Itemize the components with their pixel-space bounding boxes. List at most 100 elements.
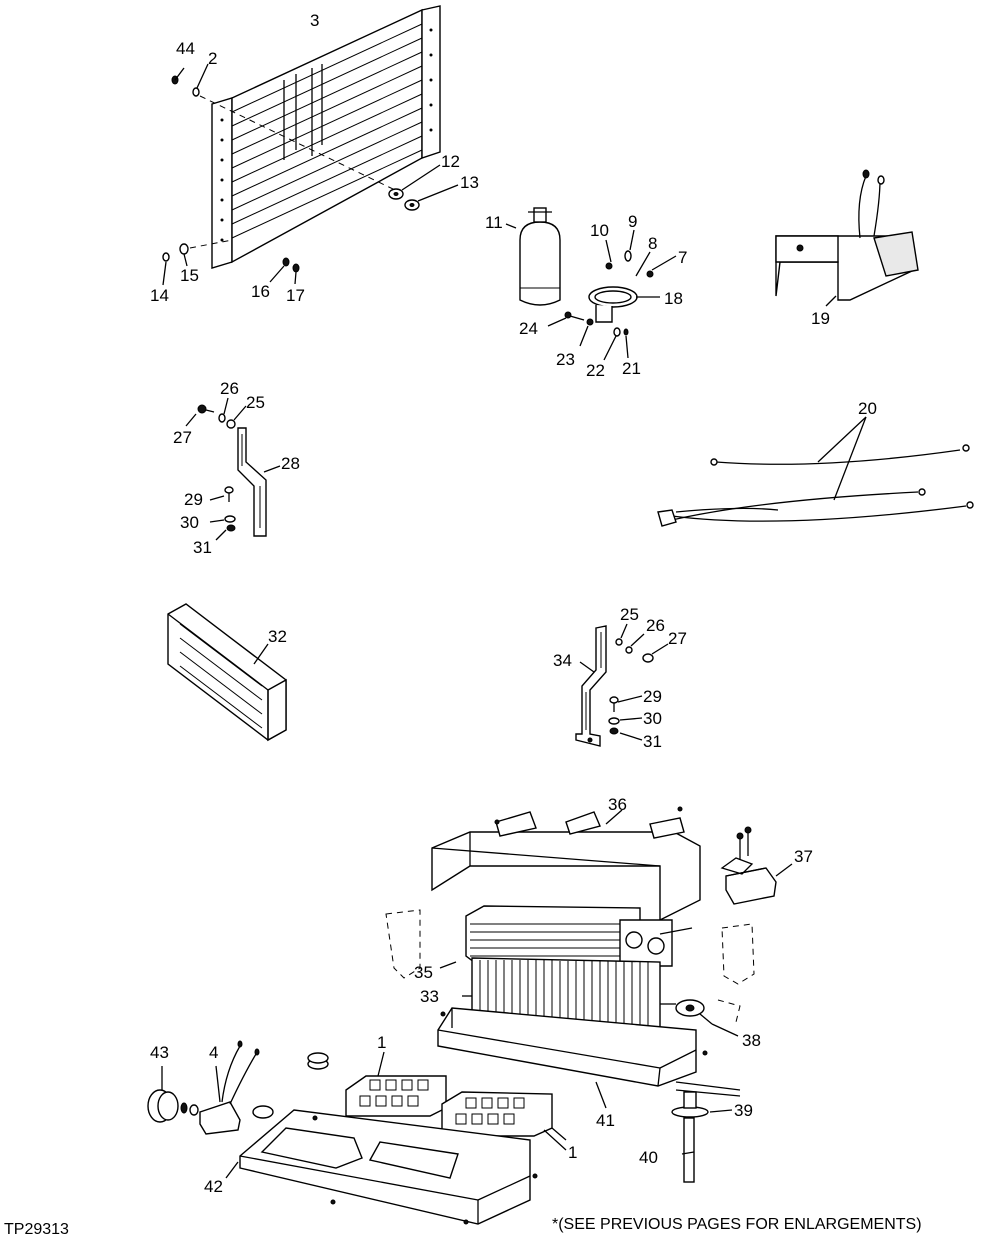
callout-10: 10 xyxy=(590,221,609,240)
callout-41: 41 xyxy=(596,1111,615,1130)
bolt-27-lower xyxy=(642,643,669,663)
callout-9: 9 xyxy=(628,212,637,231)
bolt-29-lower xyxy=(609,695,643,712)
washer-26-upper xyxy=(218,397,229,423)
callout-13: 13 xyxy=(460,173,479,192)
expansion-valve-38 xyxy=(660,999,741,1037)
washer-15 xyxy=(179,243,189,267)
condenser-assembly xyxy=(189,5,441,269)
callout-23: 23 xyxy=(556,350,575,369)
condenser-pipes xyxy=(283,64,323,160)
callout-28: 28 xyxy=(281,454,300,473)
blower-wheels-1 xyxy=(345,1051,567,1151)
callout-25-upper: 25 xyxy=(246,393,265,412)
callout-1-lower: 1 xyxy=(568,1143,577,1162)
support-bracket-34 xyxy=(575,625,607,747)
nut-23 xyxy=(579,318,594,347)
nut-21 xyxy=(623,328,629,359)
condenser-bolt-44 xyxy=(171,67,185,85)
callout-18: 18 xyxy=(664,289,683,308)
callout-16: 16 xyxy=(251,282,270,301)
callout-1-upper: 1 xyxy=(377,1033,386,1052)
callout-11: 11 xyxy=(485,213,503,232)
nut-8 xyxy=(635,251,651,277)
callout-26-lower: 26 xyxy=(646,616,665,635)
receiver-drier xyxy=(505,207,561,306)
callout-27-upper: 27 xyxy=(173,428,192,447)
bolt-10 xyxy=(605,239,613,270)
grommet-small xyxy=(307,1052,329,1070)
condenser-side-holes xyxy=(220,28,433,242)
callout-22: 22 xyxy=(586,361,605,380)
callout-44: 44 xyxy=(176,39,195,58)
washer-30-lower xyxy=(608,717,643,725)
callout-35: 35 xyxy=(414,963,433,982)
callout-42: 42 xyxy=(204,1177,223,1196)
callout-12: 12 xyxy=(441,152,460,171)
mounting-bracket-19 xyxy=(775,169,919,307)
bolt-27-upper xyxy=(185,404,215,427)
callout-40: 40 xyxy=(639,1148,658,1167)
bolt-14 xyxy=(162,252,170,286)
callout-7: 7 xyxy=(678,248,687,267)
callout-14: 14 xyxy=(150,286,169,305)
callout-20: 20 xyxy=(858,399,877,418)
upper-housing-cover-36 xyxy=(431,806,701,922)
blower-resistor-37 xyxy=(720,826,793,905)
support-bracket-28 xyxy=(237,427,281,537)
bolt-16 xyxy=(269,257,290,283)
blower-motor-4 xyxy=(199,1040,274,1135)
lower-housing-drain-pan-41 xyxy=(437,1007,741,1109)
washer-12 xyxy=(388,164,441,200)
callout-8: 8 xyxy=(648,234,657,253)
bolt-7 xyxy=(646,255,677,278)
callout-2: 2 xyxy=(208,49,217,68)
callout-26-upper: 26 xyxy=(220,379,239,398)
callout-17: 17 xyxy=(286,286,305,305)
wiring-harness-20 xyxy=(657,416,974,527)
callout-29-lower: 29 xyxy=(643,687,662,706)
callout-31-lower: 31 xyxy=(643,732,662,751)
callout-37: 37 xyxy=(794,847,813,866)
bolt-29-upper xyxy=(209,486,234,502)
nut-17 xyxy=(292,263,300,285)
callout-21: 21 xyxy=(622,359,641,378)
callout-38: 38 xyxy=(742,1031,761,1050)
nut-31-lower xyxy=(609,727,643,741)
drier-clamp-bracket xyxy=(588,286,660,323)
drain-valve-39 xyxy=(671,1091,733,1118)
blower-motor-43 xyxy=(147,1066,199,1123)
figure-id: TP29313 xyxy=(4,1221,69,1238)
bottom-housing-42 xyxy=(225,1109,538,1225)
callout-3: 3 xyxy=(310,11,319,30)
callout-43: 43 xyxy=(150,1043,169,1062)
condenser-fins xyxy=(231,23,423,239)
nut-25-lower xyxy=(615,623,628,646)
callout-19: 19 xyxy=(811,309,830,328)
drain-tube-40 xyxy=(681,1117,695,1183)
callout-29-upper: 29 xyxy=(184,490,203,509)
side-panels-dashed xyxy=(385,909,755,985)
bolt-24 xyxy=(547,311,585,327)
callout-25-lower: 25 xyxy=(620,605,639,624)
blower-vanes xyxy=(359,1079,525,1125)
nut-31-upper xyxy=(215,524,236,541)
callout-27-lower: 27 xyxy=(668,629,687,648)
callout-4: 4 xyxy=(209,1043,218,1062)
callout-34: 34 xyxy=(553,651,572,670)
washer-9 xyxy=(624,229,635,262)
condenser-washer-2 xyxy=(192,63,209,97)
heater-core-35 xyxy=(439,905,693,969)
louver-grille-32 xyxy=(167,603,287,742)
callout-30-upper: 30 xyxy=(180,513,199,532)
callout-32: 32 xyxy=(268,627,287,646)
callout-39: 39 xyxy=(734,1101,753,1120)
callout-31-upper: 31 xyxy=(193,538,212,557)
footnote: *(SEE PREVIOUS PAGES FOR ENLARGEMENTS) xyxy=(552,1216,922,1233)
callout-30-lower: 30 xyxy=(643,709,662,728)
callout-36: 36 xyxy=(608,795,627,814)
nut-13 xyxy=(404,184,459,211)
callout-33: 33 xyxy=(420,987,439,1006)
washer-26-lower xyxy=(625,633,645,654)
